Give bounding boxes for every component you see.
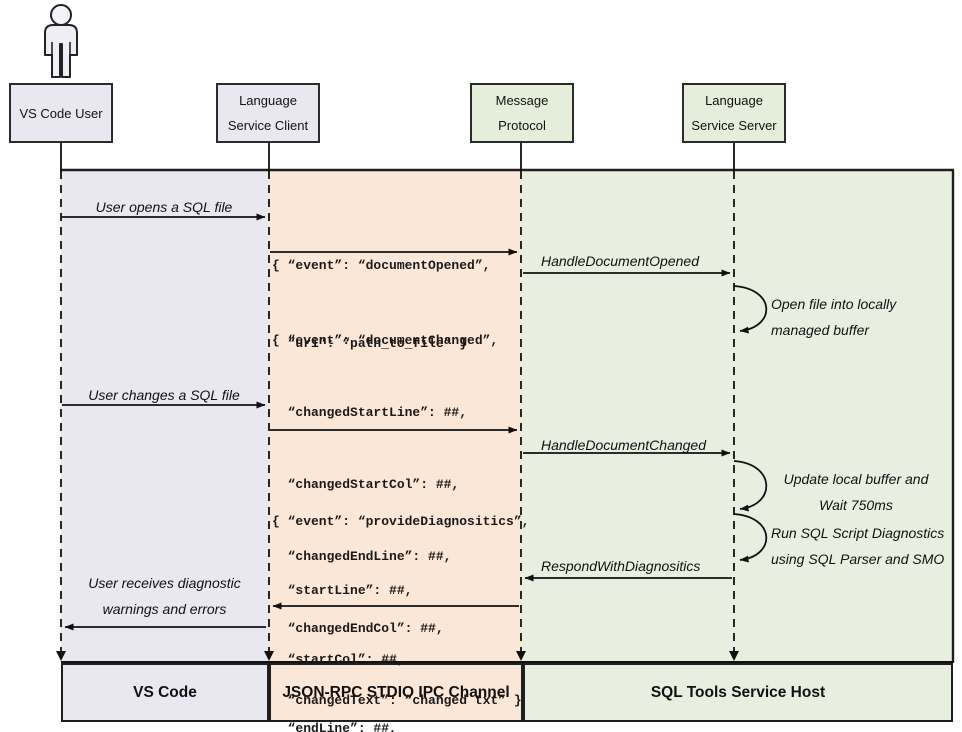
label-user-opens-file: User opens a SQL file [95, 199, 233, 215]
system-box-vscode: VS Code [61, 663, 269, 722]
json-line: “startCol”: ##, [272, 652, 405, 667]
participant-message-protocol: Message Protocol [470, 83, 574, 143]
down-arrow-server [729, 651, 739, 661]
json-line: “changedEndLine”: ##, [272, 549, 452, 564]
label-user-changes-file: User changes a SQL file [88, 387, 240, 403]
lane-ipc-channel [269, 171, 521, 663]
label-line: warnings and errors [102, 601, 227, 617]
self-loop-update-buffer [733, 460, 768, 512]
json-line: “changedEndCol”: ##, [272, 621, 444, 636]
self-loop-run-diagnostics [733, 513, 768, 563]
note-open-file-buffer: Open file into locally managed buffer [771, 291, 951, 343]
lane-vscode [61, 171, 269, 663]
system-box-label: SQL Tools Service Host [650, 683, 826, 701]
down-arrow-client [264, 651, 274, 661]
json-line: “changedStartLine”: ##, [272, 405, 468, 420]
json-line: “uri”: “path_to_file” } [272, 336, 468, 351]
participant-label: Service Server [691, 118, 777, 133]
participant-vscode-user: VS Code User [9, 83, 113, 143]
note-line: Update local buffer and [783, 471, 929, 487]
participant-label: Message [495, 93, 549, 108]
json-document-opened: { “event”: “documentOpened”, “uri”: “pat… [272, 201, 490, 409]
note-update-buffer-wait: Update local buffer and Wait 750ms [756, 466, 956, 518]
json-line: “changedText”: “changed txt” } [272, 693, 522, 708]
label-handle-document-changed: HandleDocumentChanged [541, 437, 706, 453]
json-provide-diagnostics: { “event”: “provideDiagnositics”, “start… [272, 464, 529, 732]
lane-service-host [521, 171, 953, 663]
note-line: managed buffer [771, 322, 870, 338]
json-line: { “event”: “documentOpened”, [272, 258, 491, 273]
json-line: “endLine”: ##, [272, 721, 397, 732]
down-arrow-protocol [516, 651, 526, 661]
label-respond-with-diagnostics: RespondWithDiagnositics [541, 558, 701, 574]
down-arrow-user [56, 651, 66, 661]
json-line: “changedStartCol”: ##, [272, 477, 460, 492]
participant-label: Language [705, 93, 763, 108]
participant-label: Protocol [498, 118, 546, 133]
json-line: { “event”: “provideDiagnositics”, [272, 514, 530, 529]
label-handle-document-opened: HandleDocumentOpened [541, 253, 699, 269]
system-box-service-host: SQL Tools Service Host [523, 663, 953, 722]
json-document-changed: { “event”: “documentChanged”, “changedSt… [272, 281, 522, 732]
json-line: “startLine”: ##, [272, 583, 413, 598]
participant-label: Language [239, 93, 297, 108]
person-actor-icon [44, 4, 78, 78]
participant-language-service-server: Language Service Server [682, 83, 786, 143]
note-line: Open file into locally [771, 296, 897, 312]
json-line: { “event”: “documentChanged”, [272, 333, 499, 348]
note-run-diagnostics: Run SQL Script Diagnostics using SQL Par… [771, 520, 961, 572]
label-line: User receives diagnostic [88, 575, 241, 591]
system-box-label: JSON-RPC STDIO IPC Channel [282, 683, 510, 701]
note-line: using SQL Parser and SMO [771, 551, 945, 567]
self-loop-open-file [733, 285, 768, 334]
participant-label: VS Code User [19, 105, 103, 121]
system-box-label: VS Code [133, 683, 197, 701]
system-box-ipc-channel: JSON-RPC STDIO IPC Channel [269, 663, 523, 722]
note-line: Wait 750ms [819, 497, 893, 513]
note-line: Run SQL Script Diagnostics [771, 525, 945, 541]
participant-label: Service Client [227, 118, 309, 133]
label-user-receives-diagnostics: User receives diagnostic warnings and er… [62, 570, 267, 622]
participant-language-service-client: Language Service Client [216, 83, 320, 143]
